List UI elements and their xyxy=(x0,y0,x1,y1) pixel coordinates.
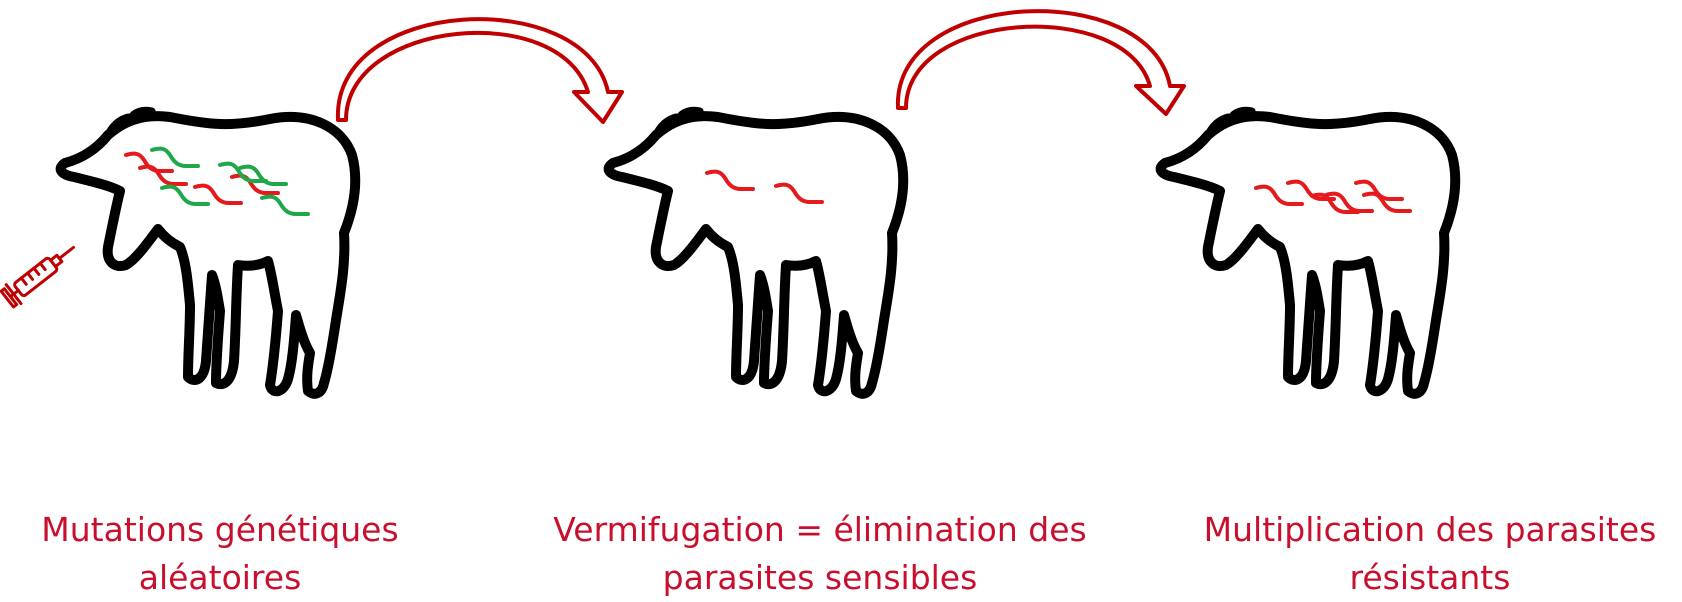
caption-stage-1: Mutations génétiques aléatoires xyxy=(0,506,440,602)
caption-stage-1-line-2: aléatoires xyxy=(0,554,440,602)
horse-icon-stage-2 xyxy=(609,110,904,394)
curved-arrow-icon-2 xyxy=(898,11,1184,114)
caption-stage-1-line-1: Mutations génétiques xyxy=(0,506,440,554)
syringe-icon xyxy=(0,238,81,309)
horse-icon-stage-3 xyxy=(1161,110,1456,394)
caption-stage-2-line-2: parasites sensibles xyxy=(510,554,1130,602)
horse-icon-stage-1 xyxy=(61,110,356,394)
caption-stage-2-line-1: Vermifugation = élimination des xyxy=(510,506,1130,554)
caption-stage-3-line-1: Multiplication des parasites xyxy=(1180,506,1680,554)
caption-stage-2: Vermifugation = élimination des parasite… xyxy=(510,506,1130,602)
caption-stage-3-line-2: résistants xyxy=(1180,554,1680,602)
curved-arrow-icon-1 xyxy=(338,19,622,122)
caption-stage-3: Multiplication des parasites résistants xyxy=(1180,506,1680,602)
